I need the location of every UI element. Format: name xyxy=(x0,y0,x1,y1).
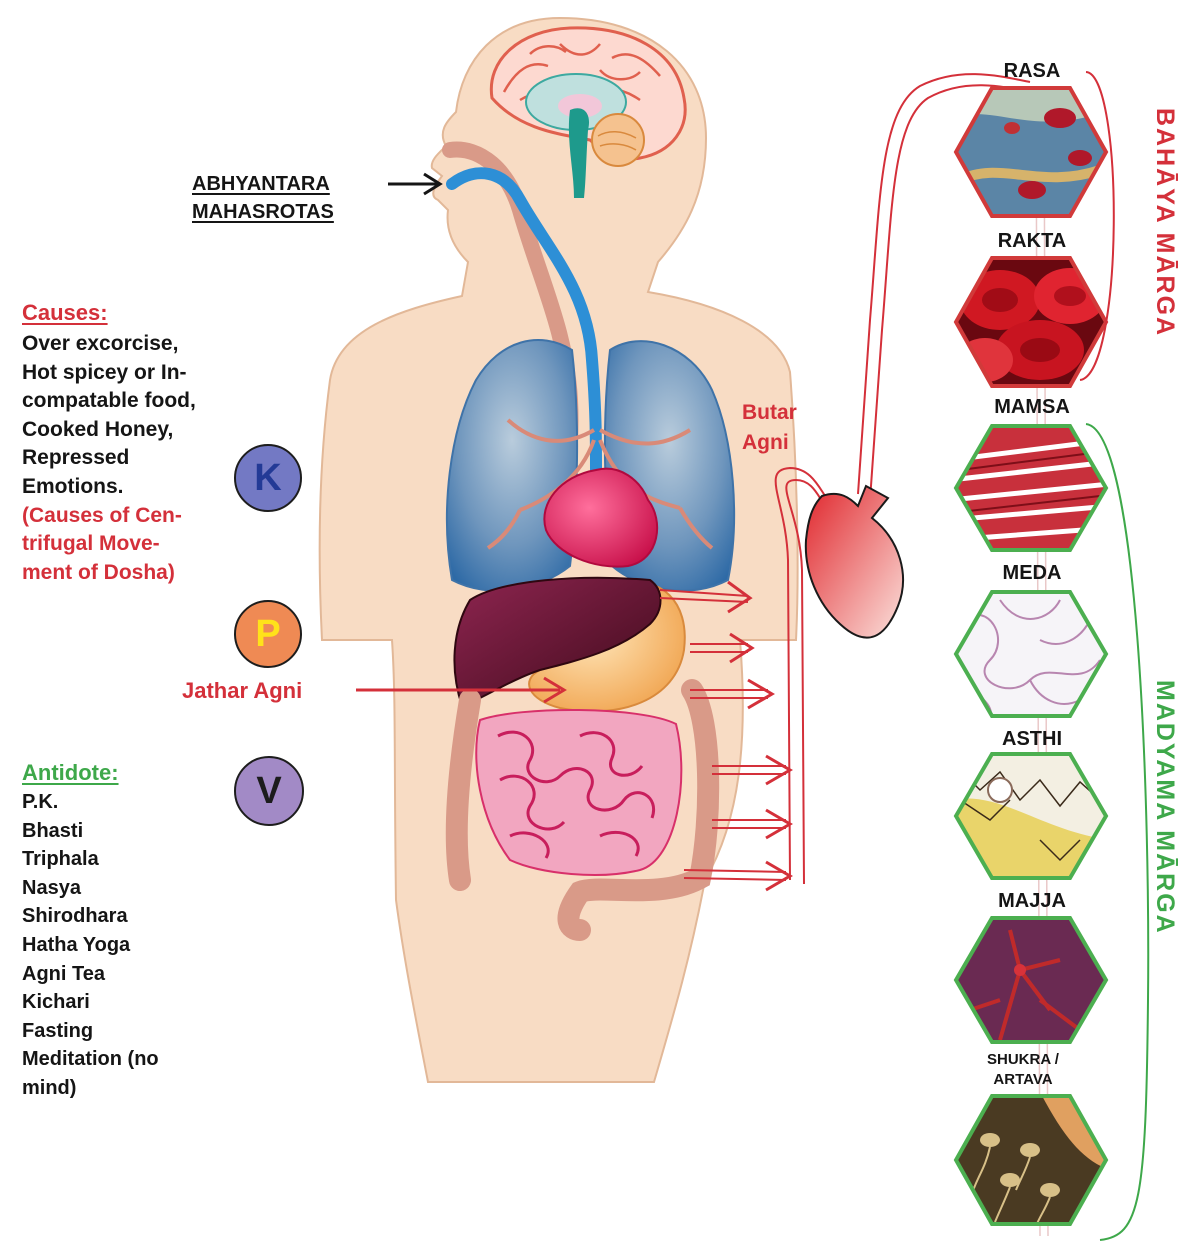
tissue-label-mamsa: MAMSA xyxy=(968,396,1096,419)
pitta-letter: P xyxy=(255,613,280,656)
abhyantara-label-line2: MAHASROTAS xyxy=(192,202,334,222)
tissue-label-rasa: RASA xyxy=(980,60,1084,83)
cause-note-line: (Causes of Cen- xyxy=(22,502,196,531)
tissue-label-shukra-line1: SHUKRA / xyxy=(978,1050,1068,1070)
abhyantara-arrow xyxy=(388,174,440,194)
cause-line: compatable food, xyxy=(22,387,196,416)
cause-note-line: ment of Dosha) xyxy=(22,559,196,588)
causes-heading: Causes: xyxy=(22,302,108,324)
antidote-item: Hatha Yoga xyxy=(22,931,159,960)
antidote-item: Nasya xyxy=(22,874,159,903)
antidote-item: Shirodhara xyxy=(22,902,159,931)
butar-agni-label-line2: Agni xyxy=(742,432,789,453)
antidote-item: Agni Tea xyxy=(22,960,159,989)
tissue-label-rakta: RAKTA xyxy=(980,230,1084,253)
tissue-label-shukra-line2: ARTAVA xyxy=(978,1070,1068,1090)
cause-line: Emotions. xyxy=(22,473,196,502)
butar-agni-heart xyxy=(806,486,903,638)
antidote-list: P.K. Bhasti Triphala Nasya Shirodhara Ha… xyxy=(22,788,159,1103)
cause-line: Over excorcise, xyxy=(22,330,196,359)
tissue-label-meda: MEDA xyxy=(980,562,1084,585)
antidote-item: Triphala xyxy=(22,845,159,874)
cause-line: Cooked Honey, xyxy=(22,416,196,445)
antidote-item: Kichari xyxy=(22,988,159,1017)
tissue-label-shukra: SHUKRA / ARTAVA xyxy=(978,1050,1068,1090)
kapha-letter: K xyxy=(254,457,281,500)
pitta-badge: P xyxy=(234,600,302,668)
antidote-item: Bhasti xyxy=(22,817,159,846)
madyama-marga-label: MADYAMA MĀRGA xyxy=(1150,680,1179,935)
butar-agni-label-line1: Butar xyxy=(742,402,797,423)
antidote-item: mind) xyxy=(22,1074,159,1103)
cause-line: Hot spicey or In- xyxy=(22,359,196,388)
kapha-badge: K xyxy=(234,444,302,512)
tissue-label-majja: MAJJA xyxy=(980,890,1084,913)
antidote-item: Fasting xyxy=(22,1017,159,1046)
cause-note-line: trifugal Move- xyxy=(22,530,196,559)
antidote-heading: Antidote: xyxy=(22,762,119,784)
vata-letter: V xyxy=(256,770,281,813)
jathar-agni-label: Jathar Agni xyxy=(182,680,302,702)
cause-line: Repressed xyxy=(22,444,196,473)
antidote-item: Meditation (no xyxy=(22,1045,159,1074)
vata-badge: V xyxy=(234,756,304,826)
causes-list: Over excorcise, Hot spicey or In- compat… xyxy=(22,330,196,587)
bahaya-marga-label: BAHĀYA MĀRGA xyxy=(1150,108,1179,337)
tissue-label-asthi: ASTHI xyxy=(980,728,1084,751)
antidote-item: P.K. xyxy=(22,788,159,817)
abhyantara-label-line1: ABHYANTARA xyxy=(192,174,330,194)
